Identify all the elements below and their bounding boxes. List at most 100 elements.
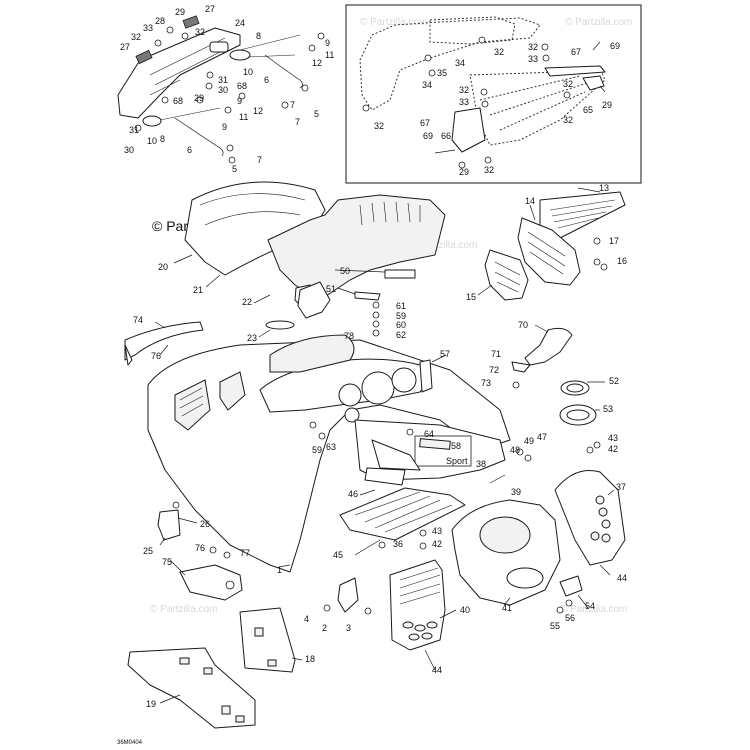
callout-46: 46 (348, 489, 358, 499)
inset-clip-65 (582, 75, 605, 91)
callout-11: 11 (325, 50, 334, 60)
callout-29c: 29 (602, 100, 612, 110)
callout-68b: 68 (173, 96, 183, 106)
callout-7: 7 (290, 100, 295, 110)
sport-decal-text: Sport (446, 456, 468, 466)
callout-5: 5 (314, 109, 319, 119)
callout-9b: 9 (237, 96, 242, 106)
inset-bumper-top (429, 16, 516, 45)
callout-43b: 43 (432, 526, 442, 536)
watermarks: © Partzilla.com © Partzilla.com © Partzi… (150, 17, 632, 615)
grab-handle (124, 321, 204, 361)
panel-18 (239, 607, 296, 673)
cable-8 (239, 34, 301, 58)
callout-24: 24 (235, 18, 245, 28)
callout-61: 61 (396, 301, 406, 311)
bracket-25 (157, 509, 181, 541)
clip-72 (511, 361, 531, 373)
right-lower-covers (389, 327, 626, 651)
windshield-assembly (184, 181, 446, 337)
callout-38: 38 (476, 459, 486, 469)
leader-lines (154, 187, 615, 704)
grab-handle-74 (124, 321, 204, 366)
callout-48: 48 (510, 445, 520, 455)
callout-8b: 8 (160, 134, 165, 144)
callout-63: 63 (326, 442, 336, 452)
callout-72: 72 (489, 365, 499, 375)
callout-22: 22 (242, 297, 252, 307)
callout-34: 34 (455, 58, 465, 68)
vent-13-grille (549, 199, 616, 229)
callout-40: 40 (460, 605, 470, 615)
callout-15: 15 (466, 292, 476, 302)
callout-43: 43 (608, 433, 618, 443)
callout-8: 8 (256, 31, 261, 41)
callout-68: 68 (237, 81, 247, 91)
callout-13: 13 (599, 183, 609, 193)
callout-19: 19 (146, 699, 156, 709)
callout-33: 33 (143, 23, 153, 33)
callout-45: 45 (333, 550, 343, 560)
callout-29: 29 (175, 7, 185, 17)
grip-70 (524, 327, 573, 366)
watermark-text: © Partzilla.com (360, 17, 427, 28)
callout-49: 49 (524, 436, 534, 446)
side-vents (484, 191, 626, 301)
callout-32d: 32 (528, 42, 538, 52)
callout-44: 44 (617, 573, 627, 583)
callout-66: 66 (441, 131, 451, 141)
clip-50 (384, 269, 416, 279)
handle-pad-29 (182, 15, 200, 29)
latch-54 (559, 575, 583, 597)
figure-reference: 36M0404 (117, 740, 143, 746)
callout-23: 23 (247, 333, 257, 343)
callout-37: 37 (616, 482, 626, 492)
callout-36: 36 (393, 539, 403, 549)
callout-76b: 76 (195, 543, 205, 553)
mount-23b (297, 281, 331, 319)
callout-65: 65 (583, 105, 593, 115)
gauge-far-right (391, 367, 417, 393)
callout-64: 64 (424, 429, 434, 439)
callout-77: 77 (240, 548, 250, 558)
callout-71: 71 (491, 349, 501, 359)
callout-6b: 6 (187, 145, 192, 155)
callout-39: 39 (511, 487, 521, 497)
inset-bracket-lines (479, 75, 591, 131)
sport-decal-box (414, 435, 472, 467)
callout-47: 47 (537, 432, 547, 442)
callout-59b: 59 (312, 445, 322, 455)
callout-32b: 32 (195, 27, 205, 37)
callout-75: 75 (162, 557, 172, 567)
grab-handle-end (124, 344, 133, 366)
callout-32: 32 (131, 32, 141, 42)
watermark-text: © Partzilla.com (560, 604, 627, 615)
callout-32h: 32 (563, 115, 573, 125)
callout-18: 18 (305, 654, 315, 664)
inset-bumper-outline (359, 17, 541, 111)
callout-32g: 32 (374, 121, 384, 131)
console-cover-78 (269, 334, 355, 373)
callout-67: 67 (571, 47, 581, 57)
callout-20: 20 (158, 262, 168, 272)
callout-76: 76 (151, 351, 161, 361)
ring-10 (229, 49, 251, 61)
callout-27: 27 (120, 42, 130, 52)
ring-53-inner (566, 409, 590, 421)
gauge-right (361, 371, 395, 405)
handle-pad-27 (135, 49, 153, 65)
callout-59: 59 (396, 311, 406, 321)
callout-50: 50 (340, 266, 350, 276)
ring-52-inner (566, 383, 584, 393)
gauge-small (344, 407, 360, 423)
hood-vent-left (174, 379, 211, 431)
watermark-text: © Partzilla.com (150, 604, 217, 615)
callout-10b: 10 (147, 136, 157, 146)
callout-29d: 29 (459, 167, 469, 177)
callout-57: 57 (440, 349, 450, 359)
bracket-2 (337, 577, 359, 613)
callout-29b: 29 (194, 93, 204, 103)
handle-grip-24 (209, 41, 229, 53)
callout-33c: 33 (459, 97, 469, 107)
